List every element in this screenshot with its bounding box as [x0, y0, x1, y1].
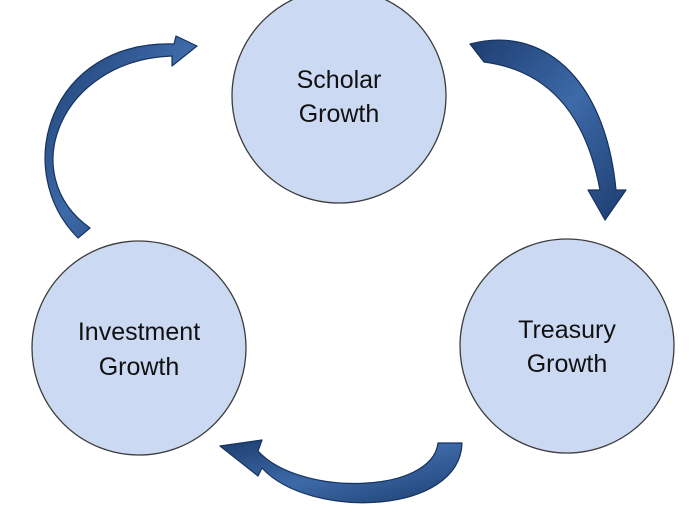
node-treasury-growth: Treasury Growth	[459, 238, 675, 454]
node-treasury-circle	[459, 238, 675, 454]
node-scholar-label: Scholar	[297, 66, 382, 94]
node-investment-growth: Investment Growth	[31, 240, 247, 456]
arrow-treasury-to-investment	[219, 439, 463, 504]
node-investment-label: Investment	[78, 318, 200, 346]
node-investment-circle	[31, 240, 247, 456]
node-scholar-growth: Scholar Growth	[231, 0, 447, 204]
arrow-scholar-to-treasury	[469, 39, 627, 221]
node-scholar-label-line2: Growth	[299, 100, 380, 128]
node-treasury-label: Treasury	[518, 316, 616, 344]
node-investment-label-line2: Growth	[99, 353, 180, 381]
arrow-investment-to-scholar	[44, 35, 198, 239]
node-treasury-label-line2: Growth	[527, 350, 608, 378]
node-scholar-circle	[231, 0, 447, 204]
